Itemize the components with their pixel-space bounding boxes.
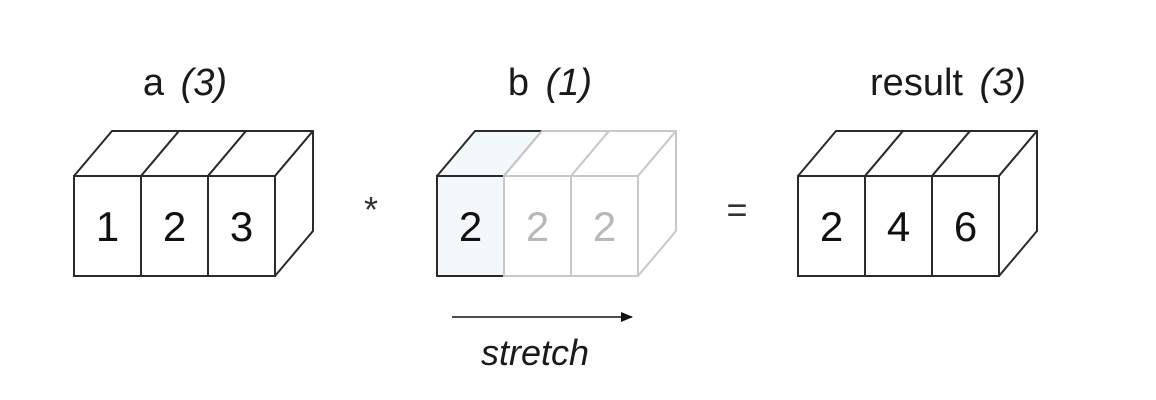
array-b-cell-2-front-face [503,175,572,277]
array-a-label: a (3) [143,62,227,104]
array-a-cell-2-value: 2 [163,203,186,250]
result-shape: (3) [980,62,1026,104]
array-b-shape: (1) [546,62,592,104]
array-a-cell-3: 3 [207,130,314,277]
array-a-cell-1: 1 [73,130,180,277]
array-b-cell-1: 2 [436,130,543,277]
result-cell-1-value: 2 [820,203,843,250]
result-cell-1: 2 [797,130,904,277]
result-cell-3-value: 6 [954,203,977,250]
array-a-name: a [143,62,165,104]
array-b-cell-3: 2 [570,130,677,277]
result-cell-3: 6 [931,130,1038,277]
multiply-operator: * [364,189,378,230]
array-b-cell-3-value: 2 [593,203,616,250]
result-cell-2-front-face [864,175,933,277]
array-a-cell-3-value: 3 [230,203,253,250]
result-cell-2-value: 4 [887,203,910,250]
array-b-label: b (1) [508,62,592,104]
result-cell-1-front-face [797,175,866,277]
array-a-cell-3-front-face [207,175,276,277]
array-b-cell-3-front-face [570,175,639,277]
result-cell-3-front-face [931,175,1000,277]
stretch-label: stretch [481,332,589,373]
array-a-cell-1-value: 1 [96,203,119,250]
array-b-cell-1-front-face [436,175,505,277]
equals-operator: = [726,189,747,230]
result-name: result [870,62,963,104]
array-a-shape: (3) [181,62,227,104]
result-cell-2: 4 [864,130,971,277]
array-b-cell-1-value: 2 [459,203,482,250]
array-b-cell-2: 2 [503,130,610,277]
array-b-name: b [508,62,529,104]
result-label: result (3) [870,62,1026,104]
array-b-cell-2-value: 2 [526,203,549,250]
